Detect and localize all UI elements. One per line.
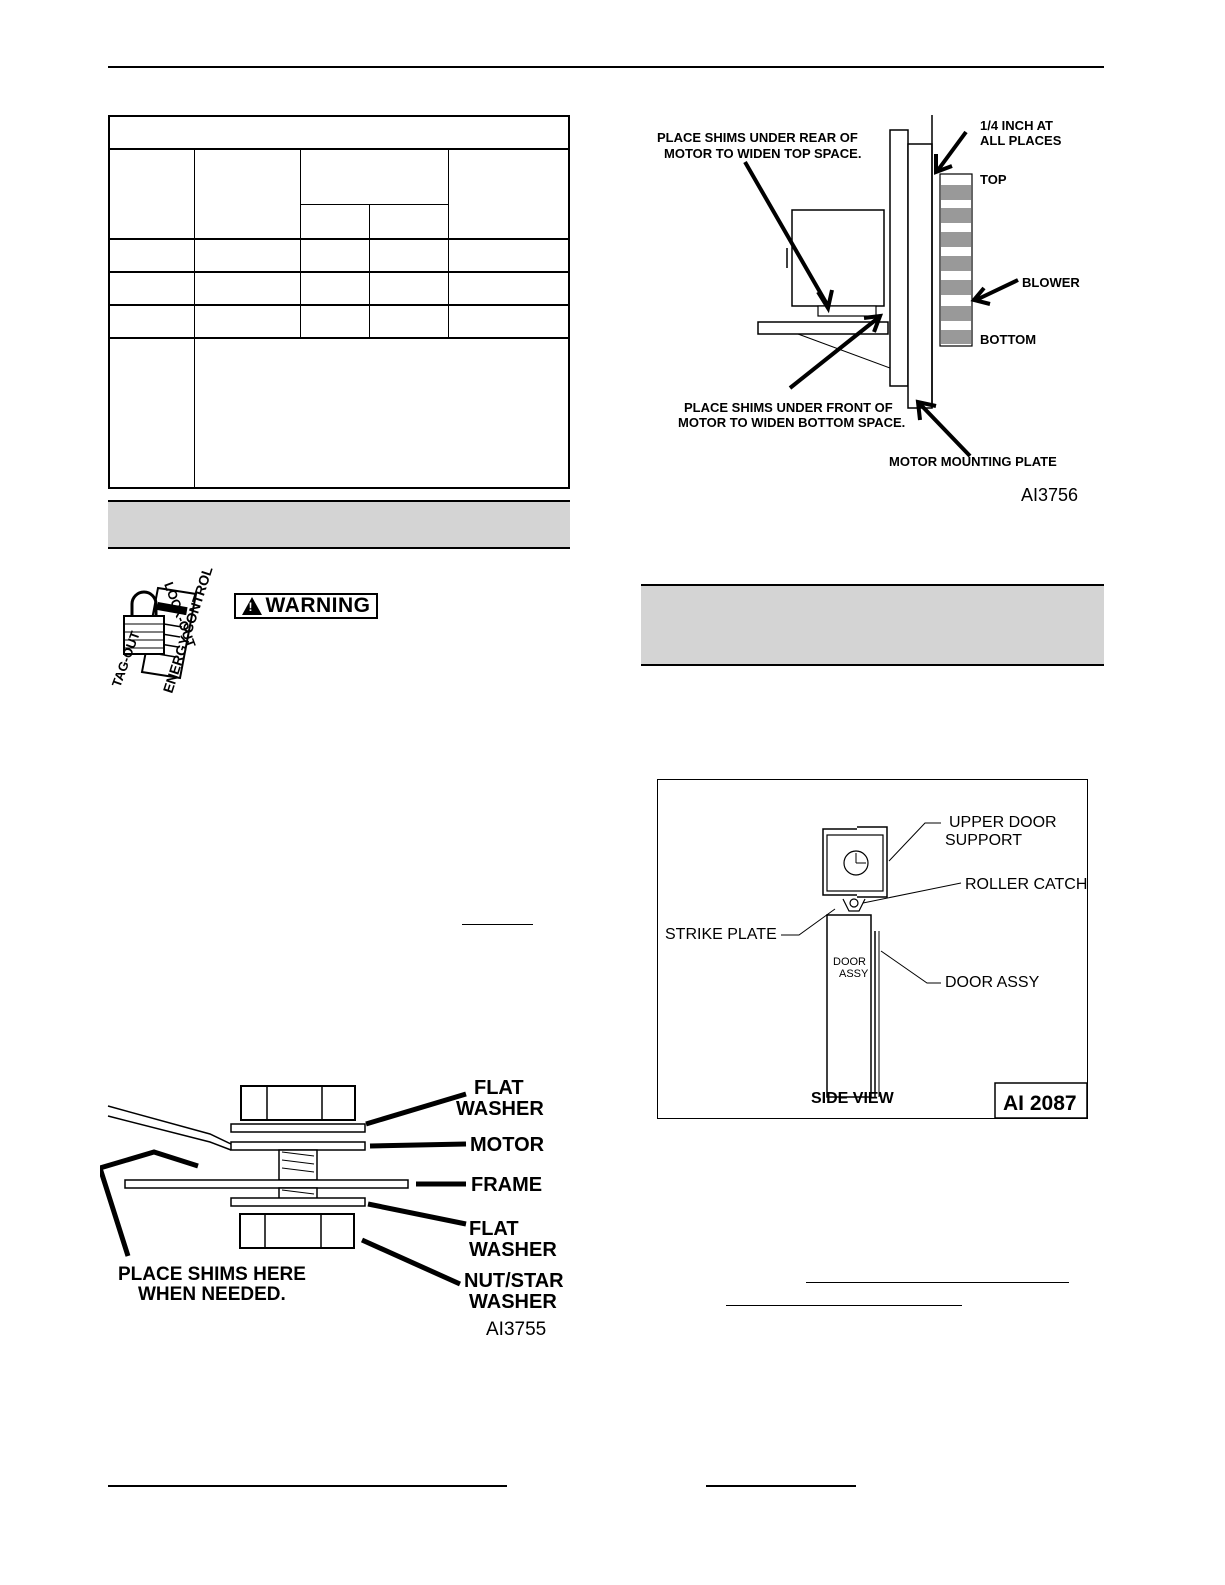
padlock-icon: [123, 590, 165, 655]
roller-catch-label: ROLLER CATCH: [965, 876, 1087, 893]
nut: [239, 1213, 355, 1249]
nut-label-1: NUT/STAR: [464, 1270, 564, 1292]
blower-label: BLOWER: [1022, 275, 1080, 290]
front-shims-label-1: PLACE SHIMS UNDER FRONT OF: [684, 400, 893, 415]
table-rule: [110, 148, 568, 150]
table-rule: [110, 304, 568, 306]
frame-label: FRAME: [471, 1174, 542, 1196]
rear-shims-label-2: MOTOR TO WIDEN TOP SPACE.: [664, 146, 861, 161]
flat-washer-bottom-1: FLAT: [469, 1218, 519, 1240]
table-rule: [300, 148, 301, 338]
leader-lines: [781, 822, 962, 984]
shims-label-2: WHEN NEEDED.: [138, 1284, 286, 1305]
flat-washer-bottom-2: WASHER: [469, 1239, 557, 1261]
mounting-plate-label: MOTOR MOUNTING PLATE: [889, 454, 1057, 469]
underline-rule: [726, 1305, 962, 1306]
bottom-label: BOTTOM: [980, 332, 1036, 347]
upper-door-support-label-1: UPPER DOOR: [949, 814, 1057, 831]
table-rule: [300, 204, 448, 205]
motor-label: MOTOR: [470, 1134, 545, 1156]
section-heading-bar: [641, 584, 1104, 666]
motor-plate: [107, 1105, 366, 1151]
gap-label-1: 1/4 INCH AT: [980, 118, 1053, 133]
bolt-shank: [278, 1149, 318, 1181]
door-assembly: [826, 914, 880, 1098]
table-rule: [369, 204, 370, 338]
upper-door-support-label-2: SUPPORT: [945, 832, 1022, 849]
underline-rule: [462, 924, 533, 925]
pointer-arrows: [743, 130, 1019, 458]
threads: [278, 1187, 318, 1201]
warning-text: WARNING: [265, 594, 371, 617]
nut-label-2: WASHER: [469, 1291, 557, 1313]
spec-table: [108, 115, 570, 489]
table-rule: [448, 148, 449, 338]
footer-rule-right: [706, 1485, 856, 1487]
figure-id: AI3755: [486, 1319, 546, 1340]
mounting-plate: [889, 115, 933, 409]
top-label: TOP: [980, 172, 1007, 187]
figure-id: AI3756: [1021, 485, 1078, 505]
underline-rule: [806, 1282, 1069, 1283]
shims-label-1: PLACE SHIMS HERE: [118, 1264, 306, 1285]
blower-wheel: [939, 173, 973, 347]
bottom-flat-washer: [230, 1197, 366, 1207]
motor-shims-figure: PLACE SHIMS UNDER REAR OF MOTOR TO WIDEN…: [657, 115, 1080, 505]
lockout-tagout-graphic: LOCK-OUT TAG-OUT ENERGY CONTROL: [109, 564, 216, 695]
motor-base: [757, 321, 891, 369]
tag-out-text: TAG-OUT: [109, 629, 143, 689]
frame-plate: [124, 1179, 409, 1189]
warning-triangle-icon: !: [241, 597, 262, 615]
door-assy-inner-2: ASSY: [839, 968, 869, 980]
door-assy-label: DOOR ASSY: [945, 974, 1040, 991]
figure-id: AI 2087: [1003, 1092, 1077, 1115]
upper-door-support: [822, 826, 888, 898]
table-rule: [110, 238, 568, 240]
footer-rule-left: [108, 1485, 507, 1487]
table-rule: [110, 337, 568, 339]
motor-body: [786, 209, 885, 317]
flat-washer-top-2: WASHER: [456, 1098, 544, 1120]
hex-bolt-head: [240, 1085, 356, 1121]
door-assy-inner-1: DOOR: [833, 956, 866, 968]
table-rule: [194, 148, 195, 489]
door-figure-frame: [657, 779, 1088, 1119]
side-view-label: SIDE VIEW: [811, 1090, 895, 1107]
warning-label: ! WARNING: [234, 593, 378, 619]
gap-label-2: ALL PLACES: [980, 133, 1062, 148]
rear-shims-label-1: PLACE SHIMS UNDER REAR OF: [657, 130, 858, 145]
strike-plate-label: STRIKE PLATE: [665, 926, 777, 943]
flat-washer-top-1: FLAT: [474, 1077, 524, 1099]
section-heading-bar: [108, 500, 570, 549]
header-rule: [108, 66, 1104, 68]
callout-lines: [100, 1091, 467, 1287]
front-shims-label-2: MOTOR TO WIDEN BOTTOM SPACE.: [678, 415, 905, 430]
door-side-view-figure: UPPER DOOR SUPPORT ROLLER CATCH STRIKE P…: [665, 814, 1088, 1119]
table-rule: [110, 271, 568, 273]
washer-stack-figure: FLAT WASHER MOTOR FRAME FLAT WASHER NUT/…: [100, 1077, 564, 1340]
roller-catch: [842, 898, 866, 912]
top-flat-washer: [230, 1123, 366, 1133]
